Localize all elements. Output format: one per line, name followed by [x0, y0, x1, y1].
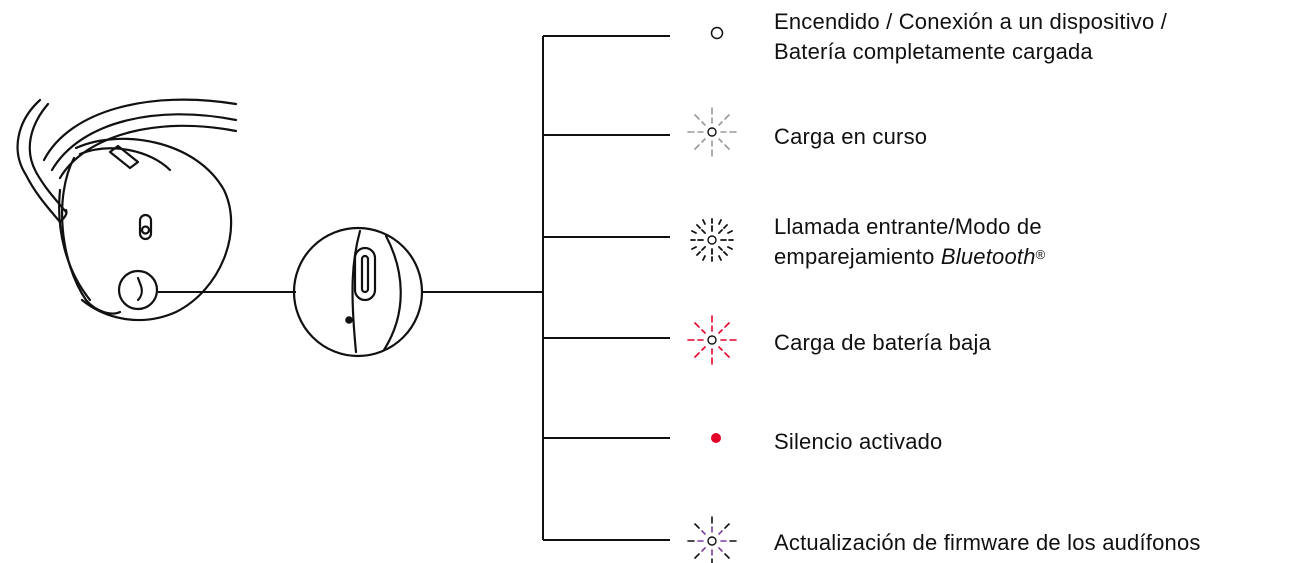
legend-label-incoming-prefix: emparejamiento — [774, 244, 941, 269]
led-solid-white-icon — [710, 26, 724, 40]
legend-label-firmware: Actualización de firmware de los audífon… — [774, 528, 1201, 558]
legend-label-on-line-1: Encendido / Conexión a un dispositivo / — [774, 9, 1168, 34]
headset-illustration — [16, 98, 238, 322]
legend-label-low-battery-text: Carga de batería baja — [774, 330, 992, 355]
legend-label-incoming-bluetooth: Bluetooth — [940, 244, 1036, 269]
legend-label-incoming-line-1: Llamada entrante/Modo de — [774, 214, 1042, 239]
led-zoom-circle — [292, 226, 424, 358]
led-indicator — [345, 316, 353, 324]
legend-label-low-battery: Carga de batería baja — [774, 328, 991, 358]
led-pulsing-white-icon — [687, 107, 737, 157]
led-solid-red-icon — [711, 433, 721, 443]
led-blinking-red-icon — [687, 315, 737, 365]
legend-label-mute-text: Silencio activado — [774, 429, 943, 454]
legend-label-charging-text: Carga en curso — [774, 124, 928, 149]
legend-label-on-line-2: Batería completamente cargada — [774, 39, 1093, 64]
legend-label-incoming: Llamada entrante/Modo de emparejamiento … — [774, 212, 1045, 272]
legend-label-mute: Silencio activado — [774, 427, 943, 457]
legend-label-firmware-text: Actualización de firmware de los audífon… — [774, 530, 1201, 555]
legend-label-charging: Carga en curso — [774, 122, 927, 152]
legend-label-on: Encendido / Conexión a un dispositivo / … — [774, 7, 1167, 67]
led-blinking-white-icon — [690, 218, 734, 262]
registered-mark: ® — [1035, 247, 1046, 262]
legend-label-incoming-line-2: emparejamiento Bluetooth® — [774, 242, 1045, 272]
branch-lines — [543, 35, 670, 541]
led-pulsing-purple-icon — [687, 516, 737, 563]
